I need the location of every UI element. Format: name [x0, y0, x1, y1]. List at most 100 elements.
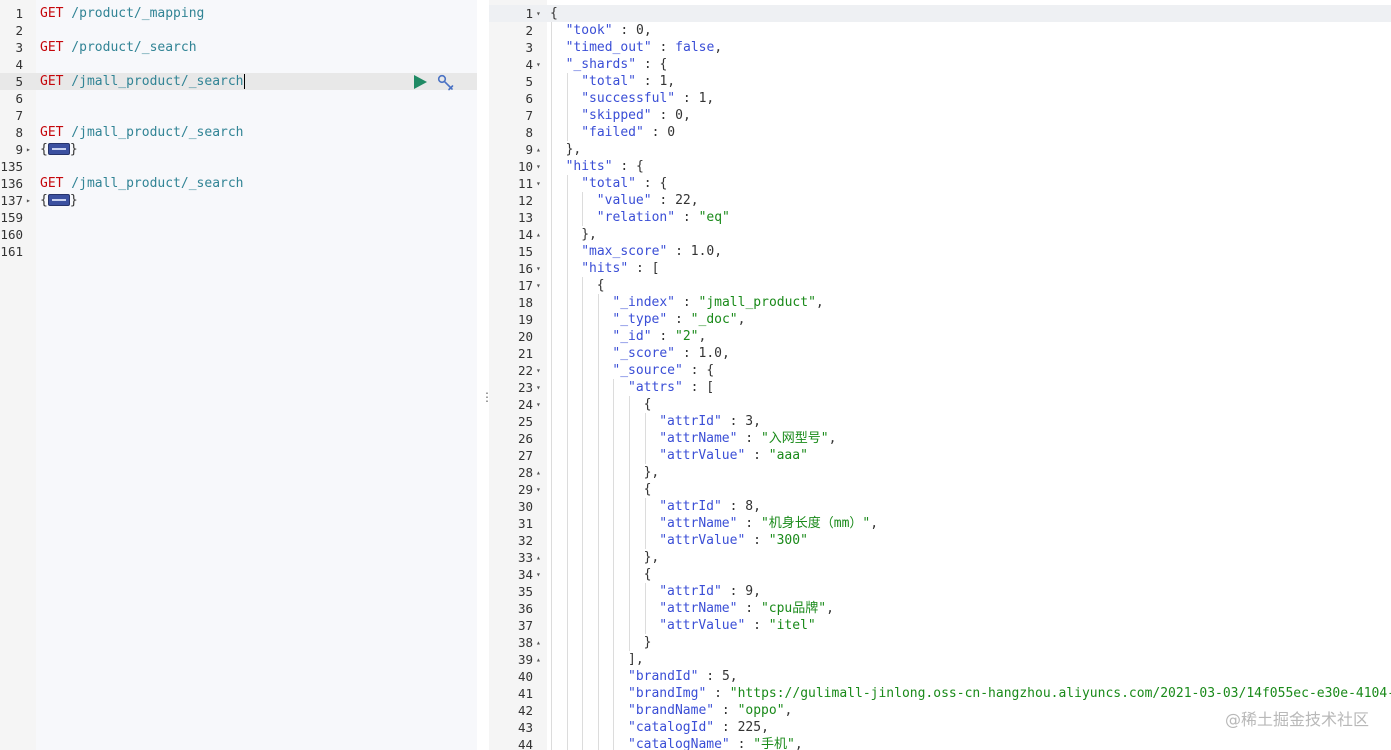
folded-body-widget[interactable] — [47, 142, 70, 155]
request-line-number: 136 — [0, 176, 23, 191]
json-punctuation: }, — [643, 465, 660, 480]
json-punctuation: : — [737, 601, 761, 616]
response-line: { — [644, 396, 652, 413]
json-key: "total" — [581, 176, 636, 191]
json-punctuation: , — [714, 40, 723, 55]
fold-end-icon[interactable]: ▴ — [536, 145, 541, 154]
collapse-fold-icon[interactable]: ▾ — [536, 383, 541, 392]
response-line-number: 29 — [517, 482, 533, 497]
json-key: "failed" — [581, 125, 644, 140]
pane-splitter[interactable]: ⋮ — [477, 0, 493, 750]
response-line-number: 11 — [517, 176, 533, 191]
response-line-number: 30 — [517, 499, 533, 514]
response-line: } — [644, 634, 652, 651]
json-punctuation: : — [698, 669, 722, 684]
request-line-number: 7 — [15, 108, 23, 123]
request-line-number: 2 — [15, 23, 23, 38]
expand-fold-icon[interactable]: ▸ — [26, 196, 31, 205]
active-line-highlight — [0, 73, 477, 90]
json-punctuation: : — [721, 499, 746, 514]
indent-guide — [582, 192, 584, 226]
json-key: "timed_out" — [565, 40, 652, 55]
fold-end-icon[interactable]: ▴ — [536, 468, 541, 477]
request-line-number: 4 — [15, 57, 23, 72]
collapse-fold-icon[interactable]: ▾ — [536, 570, 541, 579]
collapse-fold-icon[interactable]: ▾ — [536, 179, 541, 188]
close-brace: } — [69, 142, 78, 157]
fold-end-icon[interactable]: ▴ — [536, 638, 541, 647]
response-content — [547, 0, 1391, 750]
json-key: "hits" — [581, 261, 629, 276]
fold-end-icon[interactable]: ▴ — [536, 553, 541, 562]
fold-end-icon[interactable]: ▴ — [536, 655, 541, 664]
collapse-fold-icon[interactable]: ▾ — [536, 485, 541, 494]
response-line-number: 10 — [517, 159, 533, 174]
response-line-number: 26 — [517, 431, 533, 446]
json-key: "hits" — [565, 159, 613, 174]
collapse-fold-icon[interactable]: ▾ — [536, 162, 541, 171]
fold-end-icon[interactable]: ▴ — [536, 230, 541, 239]
response-line: { — [550, 5, 558, 22]
collapse-fold-icon[interactable]: ▾ — [536, 60, 541, 69]
json-punctuation: { — [643, 397, 652, 412]
http-method: GET — [40, 125, 64, 140]
json-boolean: false — [675, 40, 715, 55]
json-punctuation: : — [706, 686, 730, 701]
json-key: "brandName" — [628, 703, 715, 718]
close-brace: } — [69, 193, 78, 208]
request-line[interactable]: GET /product/_mapping — [40, 5, 204, 22]
json-key: "total" — [581, 74, 636, 89]
response-line: { — [644, 566, 652, 583]
json-string: "itel" — [768, 618, 816, 633]
json-number: 1 — [659, 74, 668, 89]
collapse-fold-icon[interactable]: ▾ — [536, 9, 541, 18]
json-key: "attrName" — [659, 516, 738, 531]
response-line: "_source" : { — [612, 362, 714, 379]
request-line-number: 9 — [15, 142, 23, 157]
response-line: "attrName" : "机身长度（mm）", — [659, 515, 878, 532]
request-line[interactable]: GET /jmall_product/_search — [40, 124, 244, 141]
json-string: "机身长度（mm）" — [760, 516, 871, 531]
request-line-number: 1 — [15, 6, 23, 21]
request-line[interactable]: GET /product/_search — [40, 39, 197, 56]
json-punctuation: , — [706, 91, 715, 106]
http-method: GET — [40, 176, 64, 191]
json-punctuation: , — [826, 601, 834, 616]
collapse-fold-icon[interactable]: ▾ — [536, 400, 541, 409]
json-key: "relation" — [596, 210, 676, 225]
expand-fold-icon[interactable]: ▸ — [26, 145, 31, 154]
folded-body-widget[interactable] — [47, 193, 70, 206]
collapse-fold-icon[interactable]: ▾ — [536, 264, 541, 273]
response-line: { — [597, 277, 605, 294]
request-line[interactable]: GET /jmall_product/_search — [40, 175, 244, 192]
collapse-fold-icon[interactable]: ▾ — [536, 366, 541, 375]
response-line: "attrValue" : "300" — [659, 532, 808, 549]
response-line: "brandImg" : "https://gulimall-jinlong.o… — [628, 685, 1391, 702]
json-punctuation: : — [635, 74, 660, 89]
request-line-number: 160 — [0, 227, 23, 242]
empty-line[interactable]: {} — [40, 192, 78, 209]
request-options-button[interactable] — [437, 74, 455, 92]
response-line: "hits" : [ — [581, 260, 659, 277]
json-punctuation: }, — [565, 142, 582, 157]
response-line: }, — [644, 464, 660, 481]
empty-line[interactable]: {} — [40, 141, 78, 158]
response-line: "attrName" : "cpu品牌", — [659, 600, 834, 617]
indent-guide — [644, 498, 646, 549]
json-number: 1.0 — [690, 244, 715, 259]
open-brace: { — [40, 193, 48, 208]
json-number: 5 — [721, 669, 730, 684]
json-punctuation: , — [753, 499, 761, 514]
request-line-number: 6 — [15, 91, 23, 106]
indent-guide — [566, 73, 568, 141]
json-number: 8 — [745, 499, 754, 514]
json-punctuation: }, — [581, 227, 597, 242]
send-request-button[interactable] — [412, 74, 428, 90]
request-line[interactable]: GET /jmall_product/_search — [40, 73, 245, 90]
request-editor-content[interactable] — [36, 0, 477, 750]
json-key: "_shards" — [565, 57, 637, 72]
json-string: "手机" — [753, 737, 795, 750]
collapse-fold-icon[interactable]: ▾ — [536, 281, 541, 290]
